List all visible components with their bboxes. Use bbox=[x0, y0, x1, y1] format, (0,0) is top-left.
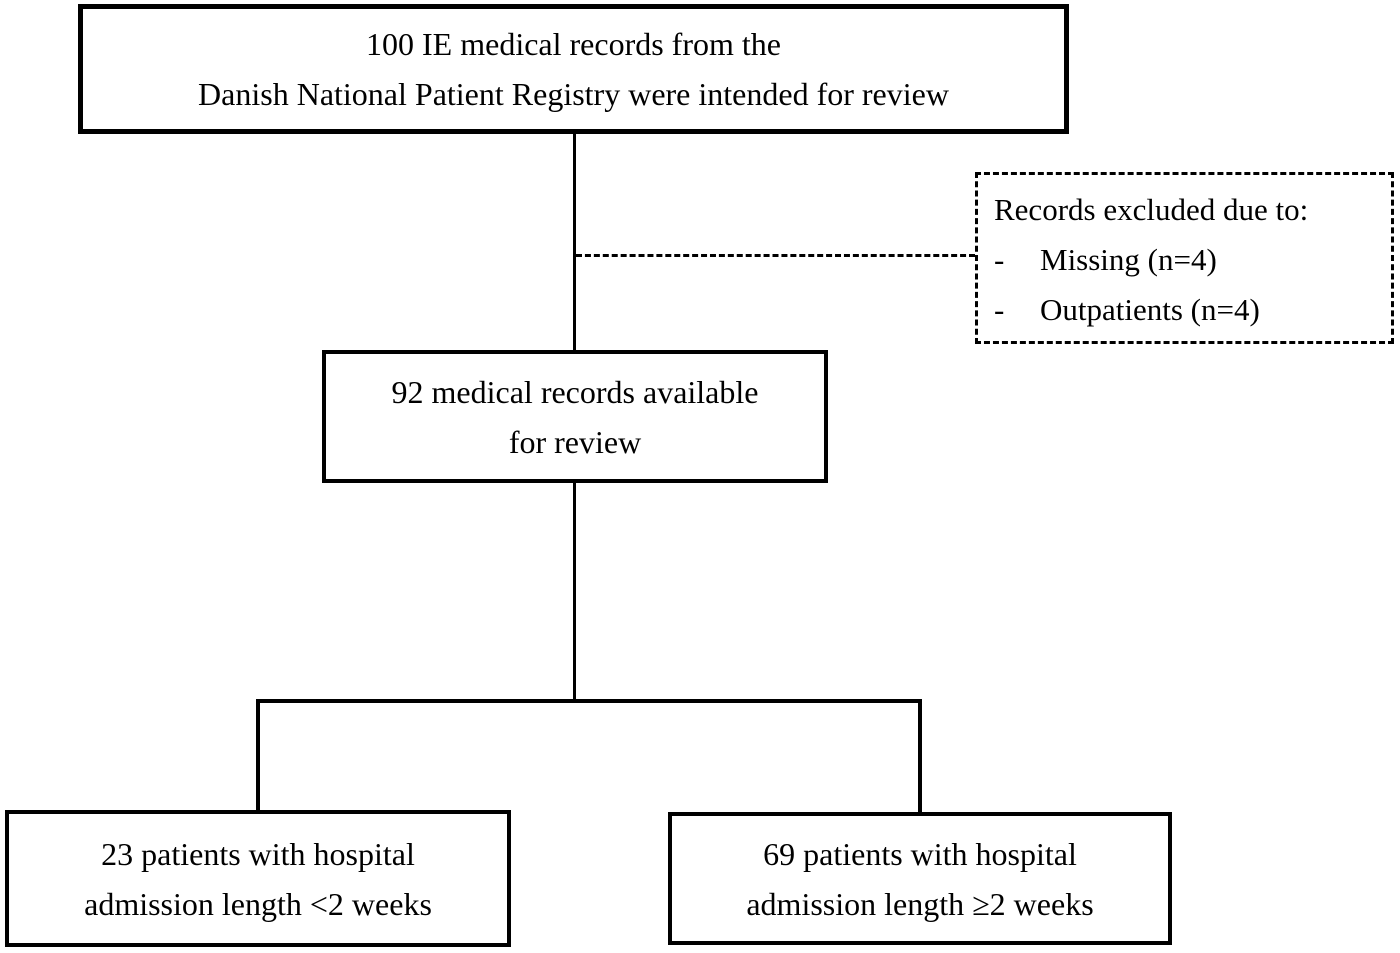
connector-branch-right-vertical bbox=[918, 699, 922, 815]
branch-left-box: 23 patients with hospital admission leng… bbox=[5, 810, 511, 947]
connector-branch-horizontal bbox=[256, 699, 922, 703]
exclusion-item-label: Missing (n=4) bbox=[1040, 242, 1217, 277]
exclusion-item-bullet: - bbox=[994, 292, 1005, 327]
exclusion-item-label: Outpatients (n=4) bbox=[1040, 292, 1260, 327]
middle-box: 92 medical records available for review bbox=[322, 350, 828, 483]
top-box-line2: Danish National Patient Registry were in… bbox=[198, 76, 949, 112]
exclusion-item-bullet: - bbox=[994, 242, 1005, 277]
branch-left-line2: admission length <2 weeks bbox=[84, 885, 432, 922]
branch-right-line1: 69 patients with hospital bbox=[763, 835, 1077, 872]
middle-box-line1: 92 medical records available bbox=[391, 373, 759, 410]
branch-right-box: 69 patients with hospital admission leng… bbox=[668, 812, 1172, 945]
connector-dashed-to-exclusion bbox=[576, 254, 975, 257]
middle-box-line2: for review bbox=[508, 423, 642, 460]
branch-left-line1: 23 patients with hospital bbox=[101, 835, 415, 872]
connector-middle-to-branch bbox=[573, 483, 576, 701]
top-box-line1: 100 IE medical records from the bbox=[366, 26, 781, 62]
branch-right-line2: admission length ≥2 weeks bbox=[746, 885, 1094, 922]
exclusion-box: Records excluded due to: - Missing (n=4)… bbox=[975, 172, 1394, 344]
top-box: 100 IE medical records from the Danish N… bbox=[78, 4, 1069, 134]
connector-top-to-middle bbox=[573, 134, 576, 352]
exclusion-item: - Missing (n=4) bbox=[994, 235, 1375, 285]
exclusion-item: - Outpatients (n=4) bbox=[994, 285, 1375, 335]
exclusion-title: Records excluded due to: bbox=[994, 192, 1309, 227]
connector-branch-left-vertical bbox=[256, 699, 260, 812]
